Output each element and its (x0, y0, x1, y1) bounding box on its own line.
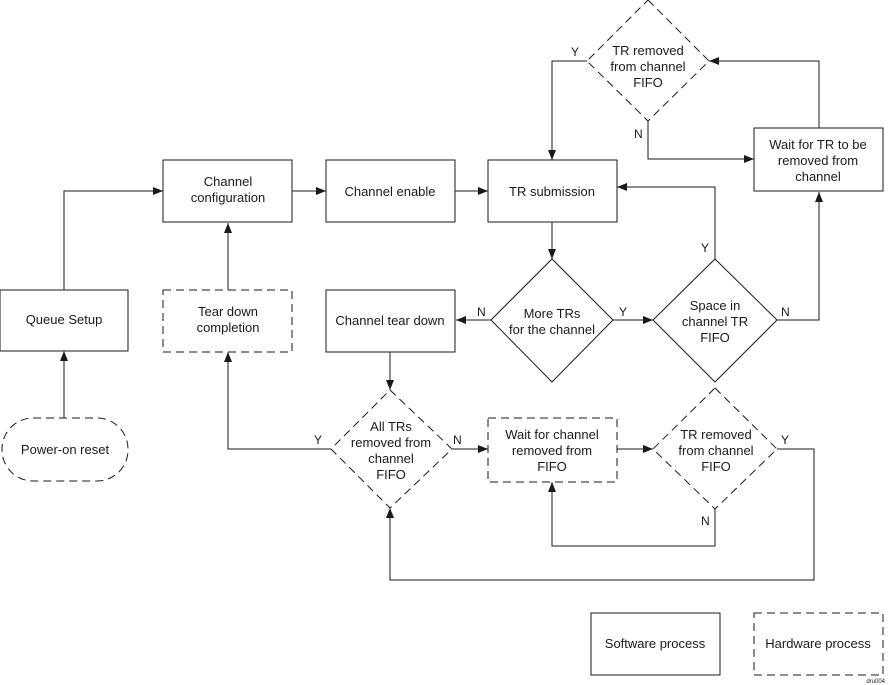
label-yes-removedbottom: Y (781, 433, 789, 447)
more-trs-line1: More TRs (524, 306, 581, 321)
node-channel-configuration: Channel configuration (162, 159, 293, 223)
channel-tear-down-label: Channel tear down (335, 313, 444, 328)
all-trs-removed-line1: All TRs (370, 419, 412, 434)
tr-removed-bottom-line1: TR removed (680, 427, 752, 442)
label-yes-space: Y (701, 241, 709, 255)
tr-removed-bottom-line2: from channel (678, 443, 753, 458)
label-no-moretrs: N (477, 305, 486, 319)
arrow-waittr-to-removedtop (709, 57, 820, 128)
legend: Software process Hardware process (590, 612, 884, 676)
label-no-space: N (781, 305, 790, 319)
channel-configuration-label-line2: configuration (191, 190, 265, 205)
node-tr-removed-bottom-decision: TR removed from channel FIFO (652, 387, 778, 510)
queue-setup-label: Queue Setup (26, 312, 103, 327)
tr-removed-top-line2: from channel (610, 59, 685, 74)
node-channel-enable: Channel enable (325, 159, 456, 223)
legend-software: Software process (590, 612, 721, 676)
all-trs-removed-line3: channel (368, 451, 414, 466)
label-yes-removedtop: Y (571, 45, 579, 59)
label-no-alltrs: N (453, 433, 462, 447)
space-in-fifo-line2: channel TR (682, 314, 748, 329)
arrow-alltrs-to-teardowncompletion (224, 352, 331, 450)
node-tr-submission: TR submission (487, 159, 618, 223)
wait-tr-removed-line1: Wait for TR to be (769, 137, 867, 152)
arrow-queue-to-config (63, 187, 163, 290)
branch-labels: Y N N Y Y N Y N Y N (314, 45, 790, 528)
arrow-removedbottom-to-waitchannel (548, 482, 716, 547)
tr-submission-label: TR submission (509, 184, 595, 199)
label-yes-alltrs: Y (314, 433, 322, 447)
node-tear-down-completion: Tear down completion (162, 289, 293, 353)
figure-id: dru004 (866, 679, 885, 685)
node-channel-tear-down: Channel tear down (325, 289, 456, 353)
channel-enable-label: Channel enable (344, 184, 435, 199)
arrow-removedtop-to-waittr (647, 121, 754, 163)
tear-down-completion-line1: Tear down (198, 304, 258, 319)
node-queue-setup: Queue Setup (0, 289, 129, 352)
label-no-removedtop: N (634, 127, 643, 141)
tr-removed-top-line1: TR removed (612, 43, 684, 58)
arrow-removedtop-to-submission (548, 60, 587, 160)
all-trs-removed-line4: FIFO (376, 467, 406, 482)
tr-removed-bottom-line3: FIFO (701, 459, 731, 474)
connectors (60, 57, 823, 581)
node-power-on-reset: Power-on reset (1, 417, 129, 482)
tear-down-completion-line2: completion (197, 320, 260, 335)
wait-channel-removed-line2: removed from (512, 443, 592, 458)
wait-tr-removed-line2: removed from (778, 153, 858, 168)
channel-configuration-label-line1: Channel (204, 174, 253, 189)
legend-hardware: Hardware process (753, 612, 884, 676)
space-in-fifo-line3: FIFO (700, 330, 730, 345)
legend-hardware-label: Hardware process (765, 636, 871, 651)
arrow-space-to-submission (617, 183, 716, 259)
node-all-trs-removed-decision: All TRs removed from channel FIFO (330, 389, 453, 509)
wait-tr-removed-line3: channel (795, 169, 841, 184)
power-on-reset-label: Power-on reset (21, 442, 110, 457)
node-space-in-fifo-decision: Space in channel TR FIFO (652, 258, 778, 383)
wait-channel-removed-line1: Wait for channel (505, 427, 599, 442)
tr-removed-top-line3: FIFO (633, 75, 663, 90)
legend-software-label: Software process (605, 636, 706, 651)
all-trs-removed-line2: removed from (351, 435, 431, 450)
node-wait-channel-removed: Wait for channel removed from FIFO (487, 417, 618, 483)
arrow-space-to-waittr (777, 192, 823, 321)
node-more-trs-decision: More TRs for the channel (490, 258, 614, 383)
node-wait-tr-removed: Wait for TR to be removed from channel (753, 127, 884, 192)
label-no-removedbottom: N (701, 514, 710, 528)
node-tr-removed-top-decision: TR removed from channel FIFO (586, 0, 710, 122)
more-trs-line2: for the channel (509, 322, 595, 337)
space-in-fifo-line1: Space in (690, 298, 741, 313)
wait-channel-removed-line3: FIFO (537, 459, 567, 474)
arrow-removedbottom-to-alltrs (386, 448, 815, 581)
label-yes-moretrs: Y (619, 305, 627, 319)
